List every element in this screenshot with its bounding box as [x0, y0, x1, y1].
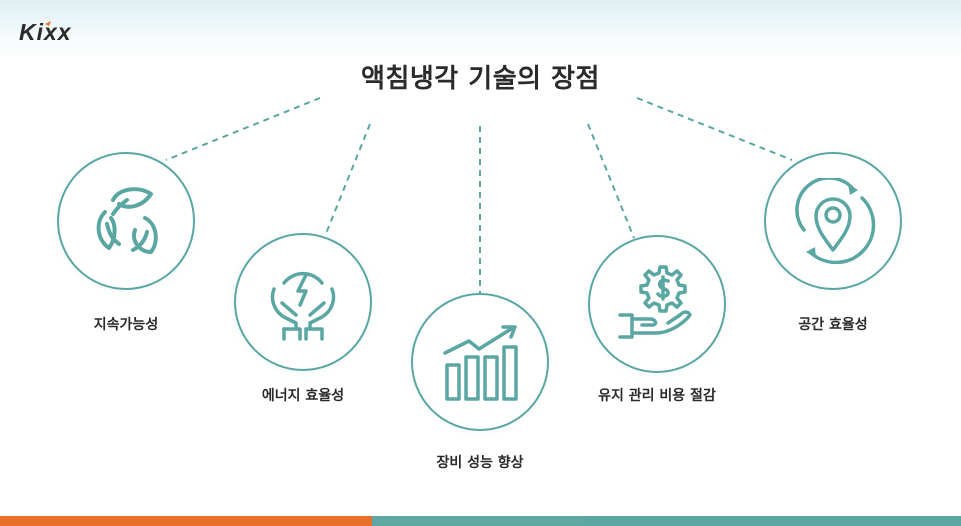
hand-gear-dollar-icon: [618, 265, 692, 339]
kixx-logo-icon: Kixx: [19, 19, 72, 45]
connector-line-5: [636, 97, 793, 161]
kixx-logo: Kixx: [18, 19, 104, 45]
benefit-label-performance: 장비 성능 향상: [436, 455, 524, 471]
benefit-label-maintenance-cost: 유지 관리 비용 절감: [598, 388, 716, 404]
svg-text:Kixx: Kixx: [19, 20, 72, 44]
recycle-leaves-icon: [96, 187, 158, 254]
location-pin-cycle-icon: [795, 178, 876, 264]
hands-energy-icon: [270, 271, 336, 341]
connector-line-1: [165, 97, 321, 161]
benefit-label-energy-efficiency: 에너지 효율성: [261, 388, 345, 404]
page-title: 액침냉각 기술의 장점: [361, 64, 600, 94]
benefit-node-energy-efficiency: [234, 233, 372, 371]
bottom-color-bar: [0, 516, 961, 526]
benefit-node-performance: [411, 293, 549, 431]
header-gradient: [0, 0, 961, 60]
bar-chart-growth-icon: [443, 325, 518, 401]
connector-line-4: [587, 123, 635, 239]
benefit-label-space-efficiency: 공간 효율성: [798, 317, 868, 333]
benefit-label-sustainability: 지속가능성: [93, 317, 159, 333]
benefit-node-sustainability: [57, 152, 195, 290]
benefit-node-maintenance-cost: [588, 235, 726, 373]
benefit-node-space-efficiency: [764, 152, 902, 290]
connector-line-2: [324, 123, 371, 237]
